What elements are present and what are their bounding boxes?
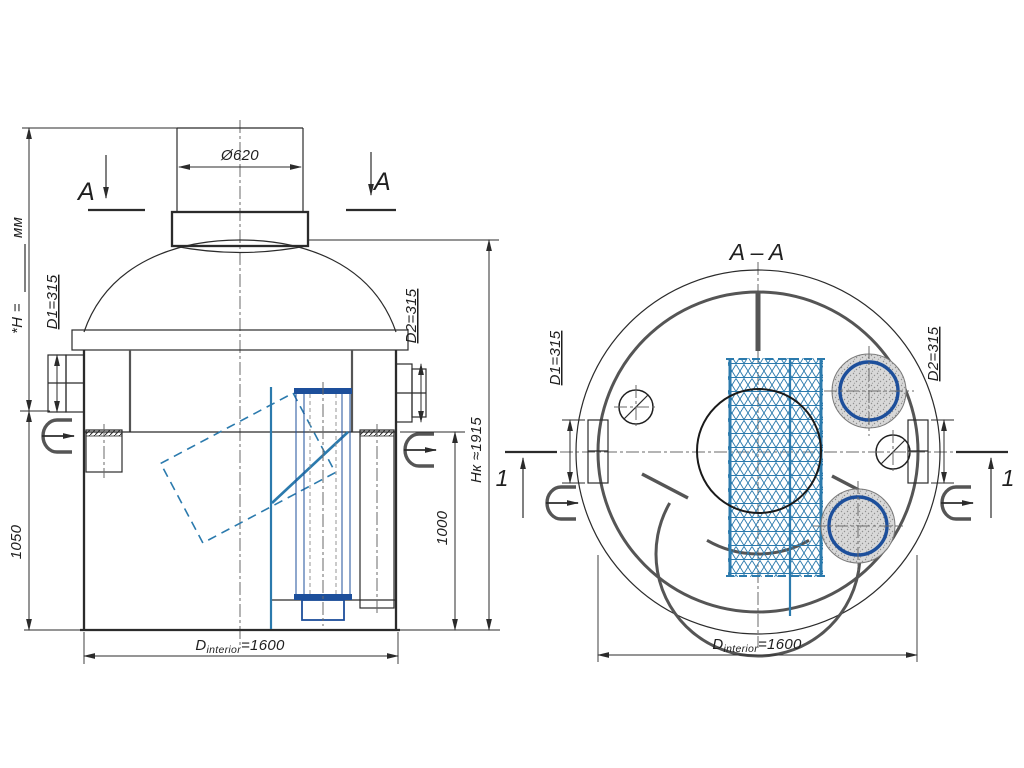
section-view: A – A (496, 239, 1015, 662)
dim-val: =1600 (241, 637, 285, 654)
dim-outlet-depth: 1000 (400, 431, 465, 631)
filter-cartridge (294, 382, 352, 626)
interior-wall-circle (596, 290, 920, 614)
dim-label-prefix: *H = (9, 303, 26, 334)
dim-total-height: Hк ≈1915 (308, 239, 499, 631)
section-cut-marker-right: A (346, 152, 396, 212)
dim-outlet-nozzle-plan: D2=315 (925, 326, 954, 484)
dim-sub: interior (724, 643, 759, 655)
dim-label: D2=315 (403, 288, 420, 343)
coalescing-mesh-plan (726, 358, 825, 577)
section-title: A – A (728, 239, 785, 265)
dome-neck-weld-arc (173, 245, 307, 254)
dim-outlet-nozzle: D2=315 (403, 288, 424, 423)
dome-outline (83, 239, 397, 333)
inlet-nozzle (47, 354, 85, 413)
dim-label: D1=315 (547, 330, 564, 385)
neck-collar (170, 210, 310, 248)
inlet-flow-direction-icon (42, 420, 74, 452)
dim-label: D2=315 (925, 326, 942, 381)
dim-label: Hк ≈1915 (468, 417, 485, 483)
dim-inlet-nozzle-plan: D1=315 (547, 330, 585, 484)
dim-inlet-depth: 1050 (8, 524, 25, 559)
central-pipe-circle (696, 388, 822, 514)
elevation-view: A A Ø620 *H = мм 1050 D (8, 120, 500, 664)
dim-interior-diameter-plan: Dinterior=1600 (597, 555, 918, 662)
dim-val: =1600 (758, 636, 802, 653)
dim-sym: D (712, 636, 723, 653)
dim-label: 1000 (434, 510, 451, 545)
dim-label: D1=315 (44, 274, 61, 329)
dim-label: Dinterior=1600 (195, 637, 285, 656)
neck-outline (176, 127, 304, 212)
flange-band (71, 329, 409, 351)
cartridge-section-top (824, 346, 914, 436)
dim-inlet-nozzle: D1=315 (44, 274, 61, 413)
cartridge-section-bottom (813, 481, 903, 571)
dim-sub: interior (207, 644, 242, 656)
dim-fill-height-label: *H = мм (9, 217, 26, 334)
section-cut-marker-left: A (76, 155, 145, 212)
dim-label: Ø620 (220, 147, 259, 164)
section-letter: A (372, 168, 391, 196)
inlet-nozzle-plan (587, 419, 609, 484)
dim-interior-diameter: Dinterior=1600 (83, 632, 399, 664)
outlet-flow-direction-icon (404, 434, 436, 466)
outlet-nozzle-plan (907, 419, 929, 484)
dim-sym: D (195, 637, 206, 654)
coalescing-mesh-tilted (159, 391, 337, 545)
outlet-flow-direction-icon (941, 487, 973, 519)
dim-neck-diameter: Ø620 (178, 147, 302, 170)
outer-shell-circle (575, 269, 941, 635)
detail-marker-right: 1 (956, 450, 1015, 518)
fitting-circle-left (614, 385, 658, 429)
dim-label-units: мм (9, 217, 26, 238)
outlet-riser-pipe (359, 424, 395, 614)
dim-label: Dinterior=1600 (712, 636, 802, 655)
section-letter: A (76, 178, 95, 206)
inlet-drop-pipe (85, 424, 123, 478)
inlet-flow-direction-icon (546, 487, 578, 519)
fitting-circle-right (871, 430, 915, 474)
detail-number: 1 (496, 465, 509, 491)
detail-marker-left: 1 (496, 450, 557, 518)
detail-number: 1 (1002, 465, 1015, 491)
dim-left-chain: *H = мм 1050 (8, 127, 177, 631)
shell-outline (24, 350, 500, 632)
